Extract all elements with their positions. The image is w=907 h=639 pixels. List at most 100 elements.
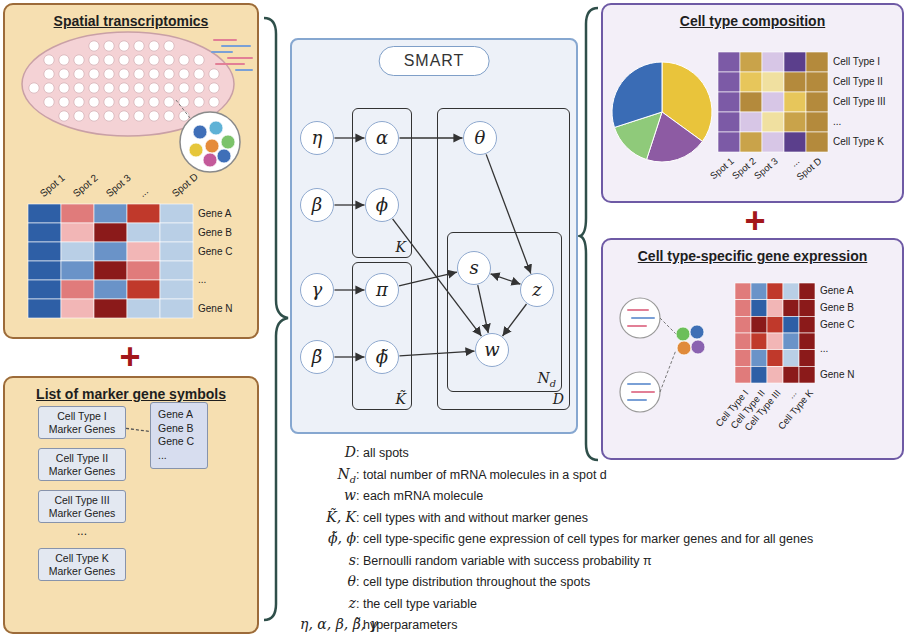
- illustration-part: [89, 69, 99, 79]
- illustration-part: [212, 51, 232, 53]
- variable-symbol: α: [376, 129, 388, 147]
- illustration-part: [89, 111, 99, 121]
- variable-circle: β: [300, 188, 334, 222]
- plus-sign: +: [120, 339, 141, 375]
- illustration-part: [28, 204, 61, 223]
- connector: [400, 137, 463, 138]
- illustration-part: [160, 223, 193, 242]
- axis-label: Cell Type III: [833, 96, 886, 108]
- marker-box: Cell Type II Marker Genes: [38, 448, 126, 481]
- illustration-part: [164, 41, 174, 51]
- illustration-part: [134, 69, 144, 79]
- illustration-part: [59, 55, 69, 65]
- panel-fill: [290, 38, 578, 434]
- illustration-part: [783, 333, 799, 350]
- illustration-part: [194, 55, 204, 65]
- illustration-part: [134, 41, 144, 51]
- marker-box-label: Cell Type K Marker Genes: [46, 552, 118, 577]
- axis-label: Spot 3: [103, 172, 133, 199]
- plus-sign: +: [745, 203, 766, 239]
- cell-outline: [620, 298, 660, 338]
- illustration-part: [632, 391, 654, 393]
- variable-circle: θ: [463, 121, 497, 155]
- illustration-part: [751, 366, 767, 383]
- panel-fill: [3, 3, 259, 339]
- illustration-part: [751, 333, 767, 350]
- illustration-part: [209, 83, 219, 93]
- illustration-part: [799, 283, 815, 300]
- illustration-part: [677, 341, 691, 355]
- illustration-part: [89, 83, 99, 93]
- illustration-part: [751, 283, 767, 300]
- illustration-part: [806, 72, 828, 92]
- illustration-part: [149, 41, 159, 51]
- bracket: [264, 18, 288, 620]
- illustration-part: [179, 111, 189, 121]
- illustration-part: [762, 112, 784, 132]
- panel-title: Cell type-specific gene expression: [603, 248, 902, 264]
- model-name: SMART: [379, 46, 490, 76]
- illustration-part: [767, 283, 783, 300]
- illustration-part: [740, 92, 762, 112]
- illustration-part: [179, 69, 189, 79]
- illustration-part: [134, 83, 144, 93]
- spot-grid: [29, 41, 219, 121]
- illustration-part: [149, 69, 159, 79]
- axis-label: ...: [833, 116, 841, 128]
- illustration-part: [104, 55, 114, 65]
- illustration-part: [799, 350, 815, 367]
- illustration-part: [74, 111, 84, 121]
- panel: Cell Type I Marker GenesCell Type II Mar…: [3, 376, 259, 634]
- heatmap: [735, 283, 815, 383]
- illustration-part: [203, 153, 217, 167]
- marker-box-label: Cell Type III Marker Genes: [46, 494, 118, 519]
- illustration-part: [735, 350, 751, 367]
- gene-list: Gene A Gene B Gene C ...: [158, 408, 200, 463]
- plate: szwNd: [447, 232, 562, 392]
- illustration-part: [61, 242, 94, 261]
- illustration-part: [740, 52, 762, 72]
- connector: [478, 285, 488, 333]
- illustration-part: [127, 204, 160, 223]
- panel-fill: [3, 376, 259, 634]
- illustration-part: [59, 111, 69, 121]
- illustration-part: [134, 111, 144, 121]
- illustration-part: [134, 97, 144, 107]
- plate-index: K: [396, 239, 406, 255]
- illustration-part: [29, 83, 39, 93]
- illustration-part: [735, 333, 751, 350]
- illustration-part: [214, 39, 236, 41]
- variable-symbol: w: [484, 341, 499, 359]
- connector: [335, 289, 365, 290]
- illustration-part: [718, 52, 740, 72]
- illustration-part: [74, 55, 84, 65]
- heatmap: [28, 204, 193, 318]
- illustration-part: [61, 299, 94, 318]
- illustration-part: [28, 261, 61, 280]
- illustration-part: [676, 327, 690, 341]
- variable-circle: γ: [300, 273, 334, 307]
- axis-label: Spot 1: [708, 156, 736, 182]
- gene-list-box: Gene A Gene B Gene C ...: [150, 402, 208, 469]
- illustration-part: [149, 97, 159, 107]
- illustration-part: [799, 316, 815, 333]
- illustration-part: [160, 261, 193, 280]
- marker-box-label: Cell Type I Marker Genes: [46, 410, 118, 435]
- illustration-part: [74, 83, 84, 93]
- panel-fill: [601, 3, 904, 203]
- illustration-part: [127, 299, 160, 318]
- illustration-part: [89, 55, 99, 65]
- illustration-part: [61, 204, 94, 223]
- illustration-part: [628, 383, 650, 385]
- illustration-part: [806, 92, 828, 112]
- axis-label: Spot 3: [752, 156, 780, 182]
- axis-label: Gene A: [198, 208, 231, 220]
- definition-line: η, α, β, β̃, γ: hyperparameters: [300, 616, 457, 632]
- connector: [335, 137, 365, 138]
- illustration-part: [762, 132, 784, 152]
- illustration-part: [783, 283, 799, 300]
- illustration-part: [104, 69, 114, 79]
- illustration-part: [718, 72, 740, 92]
- variable-circle: α: [365, 121, 399, 155]
- marker-box: Cell Type III Marker Genes: [38, 490, 126, 523]
